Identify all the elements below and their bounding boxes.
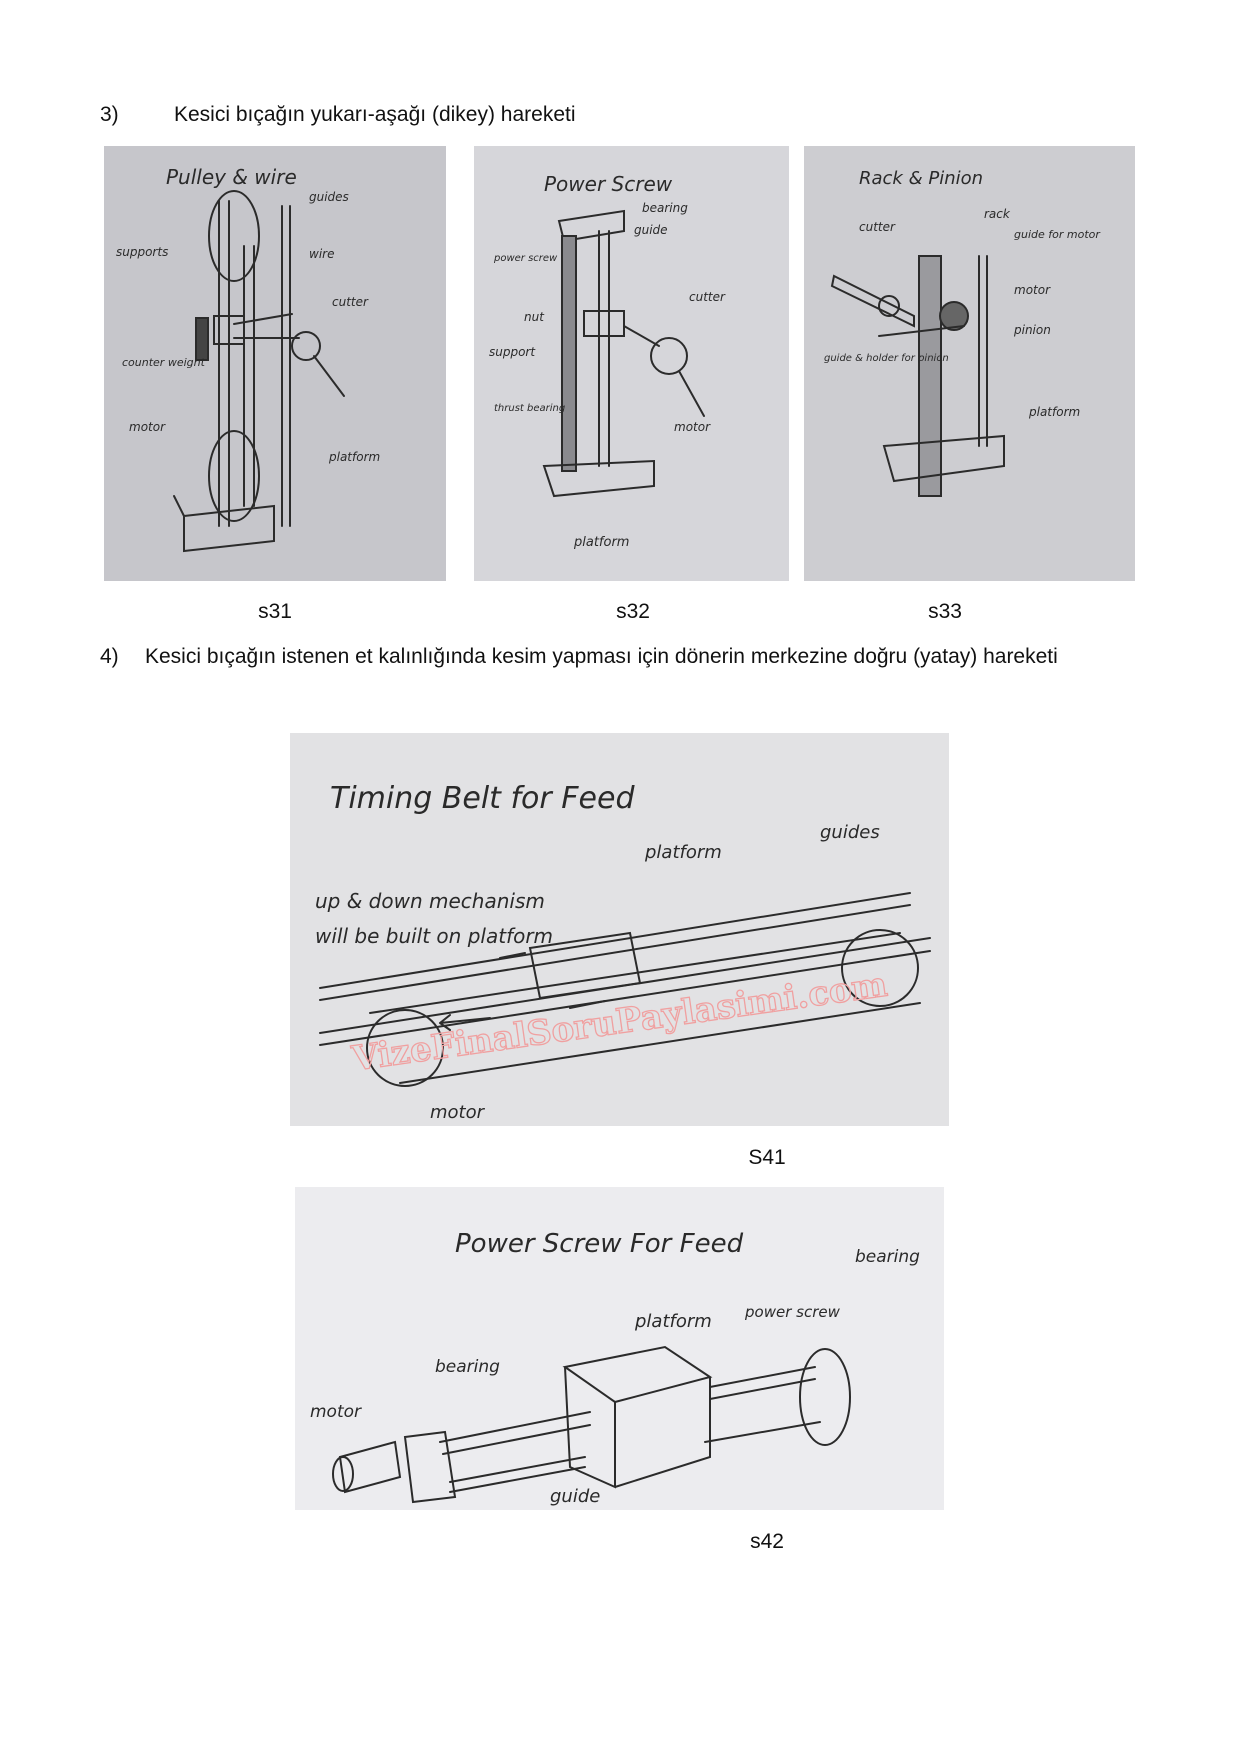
section-title: Kesici bıçağın istenen et kalınlığında k… <box>145 645 1058 668</box>
label-guide: guide <box>634 223 668 237</box>
section-number: 4) <box>100 645 119 668</box>
caption-s31: s31 <box>258 600 292 623</box>
label-platform: platform <box>573 535 629 550</box>
label-guides: guides <box>820 822 880 843</box>
cutter <box>650 337 688 375</box>
power-screw <box>561 235 577 472</box>
idler-pulley <box>841 929 919 1007</box>
label-built-on-platform: will be built on platform <box>315 924 553 948</box>
label-supports: supports <box>116 245 168 259</box>
label-power-screw: power screw <box>493 253 558 264</box>
label-bearing-left: bearing <box>435 1357 500 1377</box>
label-motor: motor <box>129 420 166 434</box>
label-cutter: cutter <box>689 290 726 304</box>
label-pinion: pinion <box>1013 323 1051 337</box>
label-guide: guide <box>550 1486 600 1507</box>
label-platform: platform <box>328 450 380 464</box>
sketch-power-screw-feed: Power Screw For Feed platform power scre… <box>295 1187 944 1510</box>
section-title: Kesici bıçağın yukarı-aşağı (dikey) hare… <box>174 103 576 126</box>
label-rack: rack <box>984 207 1011 221</box>
bearing-left <box>403 1430 457 1504</box>
label-up-down-mechanism: up & down mechanism <box>315 889 545 913</box>
platform <box>562 1345 713 1489</box>
platform <box>882 434 1005 483</box>
sketch-timing-belt-feed: Timing Belt for Feed up & down mechanism… <box>290 733 949 1126</box>
caption-s42: s42 <box>750 1530 784 1553</box>
label-motor: motor <box>310 1402 362 1422</box>
counter-weight <box>195 317 209 361</box>
label-power-screw: power screw <box>744 1303 841 1321</box>
pulley-bottom <box>208 430 260 522</box>
cutter <box>291 331 321 361</box>
label-guide-holder: guide & holder for pinion <box>824 353 949 364</box>
motor-pulley <box>366 1009 444 1087</box>
rack <box>918 255 942 497</box>
label-motor: motor <box>430 1102 486 1123</box>
sketch-title: Power Screw <box>544 172 673 196</box>
motor <box>338 1440 402 1494</box>
label-wire: wire <box>309 247 334 261</box>
pulley-top <box>208 190 260 282</box>
section-number: 3) <box>100 103 119 126</box>
label-platform: platform <box>644 842 722 863</box>
label-bearing-right: bearing <box>855 1247 920 1267</box>
sketch-title: Timing Belt for Feed <box>330 781 635 816</box>
sketch-rack-and-pinion: Rack & Pinion cutter rack guide for moto… <box>804 146 1135 581</box>
caption-s41: S41 <box>748 1146 786 1169</box>
caption-s33: s33 <box>928 600 962 623</box>
sketch-power-screw: Power Screw bearing guide power screw cu… <box>474 146 789 581</box>
label-bearing: bearing <box>642 201 688 215</box>
platform <box>528 931 642 1000</box>
sketch-title: Power Screw For Feed <box>455 1229 744 1259</box>
label-guides: guides <box>309 190 349 204</box>
label-support: support <box>489 345 536 359</box>
arrow-left-icon <box>439 1014 491 1031</box>
sketch-pulley-and-wire: Pulley & wire guides supports wire cutte… <box>104 146 446 581</box>
label-platform: platform <box>1028 405 1080 419</box>
caption-s32: s32 <box>616 600 650 623</box>
label-counter-weight: counter weight <box>122 356 206 369</box>
sketch-title: Rack & Pinion <box>859 168 983 189</box>
section-3-heading: 3) Kesici bıçağın yukarı-aşağı (dikey) h… <box>100 103 576 127</box>
cutter <box>830 274 915 328</box>
platform <box>173 495 275 553</box>
label-nut: nut <box>524 310 545 324</box>
label-guide-for-motor: guide for motor <box>1014 228 1101 241</box>
pinion <box>939 301 969 331</box>
label-platform: platform <box>634 1311 712 1332</box>
platform <box>542 459 655 498</box>
bearing-right <box>799 1348 851 1446</box>
label-cutter: cutter <box>859 220 896 234</box>
label-thrust-bearing: thrust bearing <box>494 403 565 414</box>
section-4-heading: 4) Kesici bıçağın istenen et kalınlığınd… <box>100 645 1058 669</box>
label-motor: motor <box>674 420 711 434</box>
label-cutter: cutter <box>332 295 369 309</box>
sketch-title: Pulley & wire <box>166 165 297 189</box>
label-motor: motor <box>1014 283 1051 297</box>
